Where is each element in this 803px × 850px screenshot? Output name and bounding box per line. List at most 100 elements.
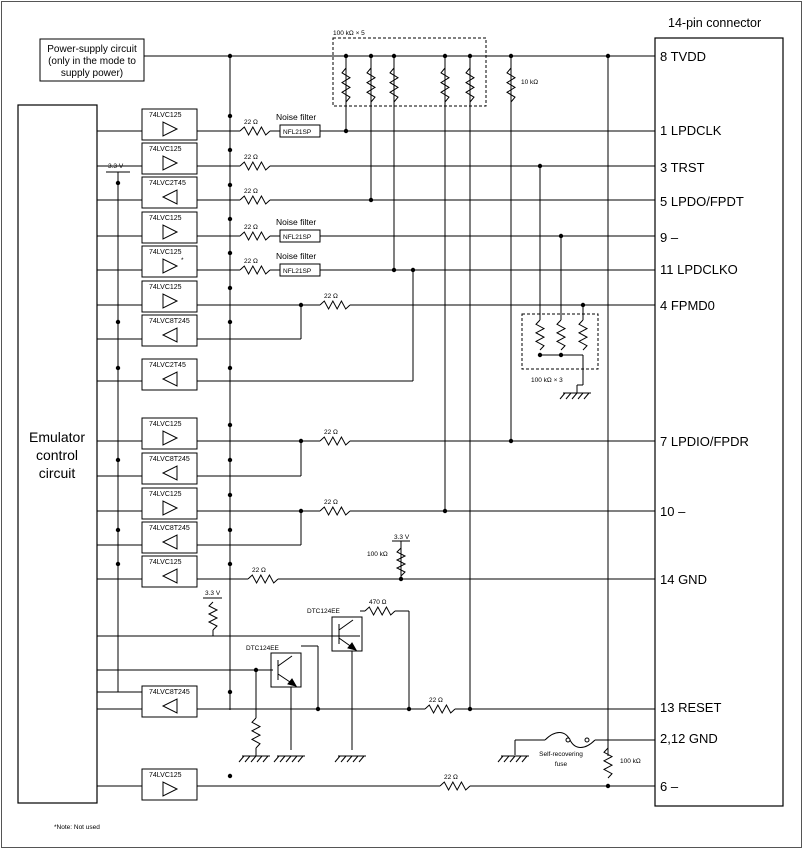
pullup-top-2 <box>366 67 376 103</box>
buffer-1: 74LVC125 <box>141 108 198 141</box>
junction-dot <box>467 706 473 712</box>
resistor-100k-pin6-label: 100 kΩ <box>620 758 641 765</box>
ctrl-line-3: circuit <box>39 465 76 481</box>
pin-label-lpdio: 7 LPDIO/FPDR <box>660 434 749 449</box>
noise-filter-label-3: Noise filter <box>276 251 316 261</box>
pullup-top-4 <box>440 67 450 103</box>
buffer-label-14: 74LVC8T245 <box>149 689 190 696</box>
pullup-top-5 <box>465 67 475 103</box>
psu-line-3: supply power) <box>61 68 123 79</box>
buffer-arrow-12 <box>161 534 178 550</box>
filter-part-2: NFL21SP <box>283 234 311 241</box>
pin-label-lpdclk: 1 LPDCLK <box>660 123 722 138</box>
pullup-top-label: 100 kΩ × 5 <box>333 30 365 37</box>
ground-group <box>238 384 591 763</box>
pin-label-reset: 13 RESET <box>660 700 721 715</box>
buffer-arrow-6 <box>162 293 179 309</box>
resistor-group: 22 Ω22 Ω22 Ω22 Ω22 Ω22 Ω22 Ω22 Ω22 Ω22 Ω… <box>207 67 641 792</box>
junction-dot <box>227 113 233 119</box>
transistor-2: DTC124EE <box>307 608 363 750</box>
buffer-arrow-3 <box>161 189 178 205</box>
junction-dot <box>558 352 564 358</box>
junction-dot <box>315 706 321 712</box>
junction-dot <box>391 267 397 273</box>
pullup-mid-1 <box>534 319 546 351</box>
buffer-label-9: 74LVC125 <box>149 421 182 428</box>
junction-dot <box>508 53 514 59</box>
junction-dot <box>368 197 374 203</box>
resistor-trst-label: 22 Ω <box>244 154 258 161</box>
junction-dot <box>227 147 233 153</box>
connector: 14-pin connector 8 TVDD 1 LPDCLK 3 TRST … <box>654 16 784 807</box>
resistor-lpdclko: 22 Ω <box>239 258 271 276</box>
buffer-label-15: 74LVC125 <box>149 772 182 779</box>
resistor-lpdo-label: 22 Ω <box>244 188 258 195</box>
resistor-lpdio-label: 22 Ω <box>324 429 338 436</box>
filter-part-1: NFL21SP <box>283 129 311 136</box>
v33-label-mid: 3.3 V <box>394 534 410 541</box>
pin-label-tvdd: 8 TVDD <box>660 49 706 64</box>
power-supply-box: Power-supply circuit (only in the mode t… <box>39 38 145 82</box>
pullup-array-top <box>332 37 487 107</box>
junction-dot <box>343 128 349 134</box>
junction-dot <box>227 561 233 567</box>
buffer-2: 74LVC125 <box>141 142 198 175</box>
pullup-10k-label: 10 kΩ <box>521 79 538 86</box>
noise-filter-2: Noise filter NFL21SP <box>276 217 321 243</box>
junction-dot <box>227 319 233 325</box>
buffer-label-3: 74LVC2T45 <box>149 180 186 187</box>
noise-filter-1: Noise filter NFL21SP <box>276 112 321 138</box>
junction-dot <box>605 783 611 789</box>
pin-label-6: 6 – <box>660 779 679 794</box>
ground-symbol <box>238 755 270 763</box>
noise-filter-3: Noise filter NFL21SP <box>276 251 321 277</box>
ground-symbol <box>273 755 305 763</box>
junction-dot <box>227 250 233 256</box>
junction-dot <box>227 527 233 533</box>
pin-label-9: 9 – <box>660 230 679 245</box>
junction-dot <box>558 233 564 239</box>
buffer-label-13: 74LVC125 <box>149 559 182 566</box>
resistor-gnd14: 22 Ω <box>247 567 279 585</box>
footnote: *Note: Not used <box>54 824 100 831</box>
junction-dot <box>227 457 233 463</box>
buffer-15: 74LVC125 <box>141 768 198 801</box>
ctrl-line-1: Emulator <box>29 429 85 445</box>
resistor-fpmd0: 22 Ω <box>319 293 351 311</box>
resistor-lpdio: 22 Ω <box>319 429 351 447</box>
ground-symbol <box>559 392 591 400</box>
emulator-control-circuit: Emulator control circuit <box>17 104 98 804</box>
buffer-10: 74LVC8T245 <box>141 452 198 485</box>
resistor-transistor-base <box>250 717 262 749</box>
junction-dot <box>442 508 448 514</box>
transistor-label-2: DTC124EE <box>307 608 341 615</box>
junction-dot <box>298 508 304 514</box>
noise-filter-label-2: Noise filter <box>276 217 316 227</box>
buffer-arrow-8 <box>161 371 178 387</box>
buffer-3: 74LVC2T45 <box>141 176 198 209</box>
resistor-pin10-label: 22 Ω <box>324 499 338 506</box>
resistor-lpdclko-label: 22 Ω <box>244 258 258 265</box>
resistor-pin6: 22 Ω <box>439 774 471 792</box>
buffer-arrow-15 <box>162 781 179 797</box>
pin-label-lpdo: 5 LPDO/FPDT <box>660 194 744 209</box>
resistor-gnd14-label: 22 Ω <box>252 567 266 574</box>
junction-dot <box>298 438 304 444</box>
buffer-label-1: 74LVC125 <box>149 112 182 119</box>
junction-dot <box>115 527 121 533</box>
self-recovering-fuse: Self-recovering fuse <box>539 732 596 768</box>
junction-dot <box>391 53 397 59</box>
v33-label-low: 3.3 V <box>205 590 221 597</box>
buffer-arrow-14 <box>161 698 178 714</box>
ctrl-line-2: control <box>36 447 78 463</box>
transistor-label-1: DTC124EE <box>246 645 280 652</box>
buffer-13: 74LVC125 <box>141 555 198 588</box>
buffer-arrow-5 <box>162 258 179 274</box>
pullup-mid-label: 100 kΩ × 3 <box>531 377 563 384</box>
pullup-10k: 10 kΩ <box>506 67 538 103</box>
connector-title: 14-pin connector <box>668 16 761 30</box>
pin-label-10: 10 – <box>660 504 686 519</box>
buffer-4: 74LVC125 <box>141 211 198 244</box>
buffer-11: 74LVC125 <box>141 487 198 520</box>
wires: 3.3 V <box>97 55 655 787</box>
